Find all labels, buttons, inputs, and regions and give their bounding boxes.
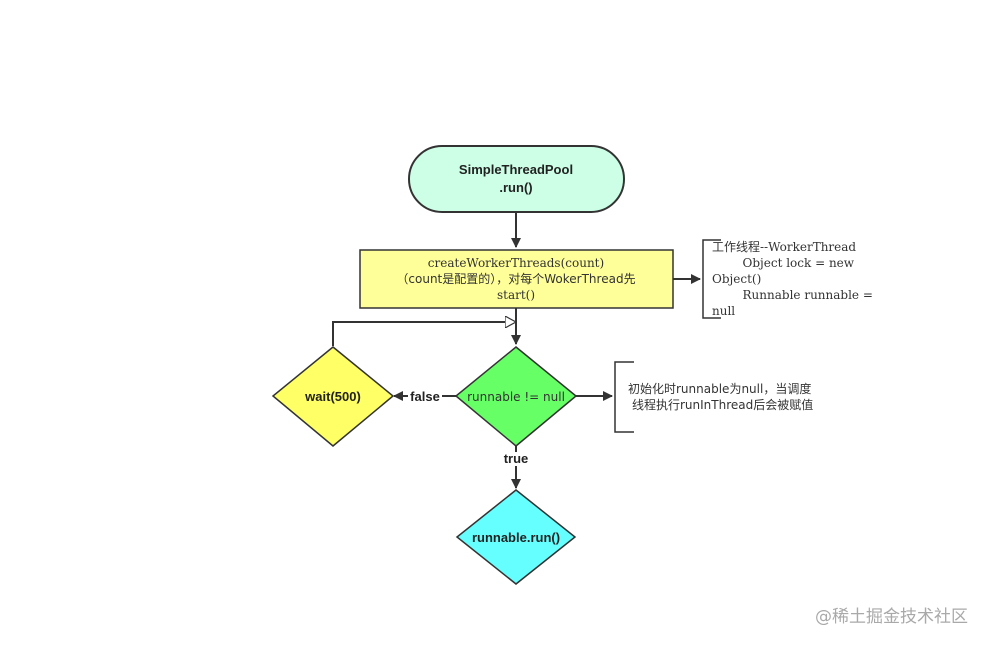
create-workers-node: createWorkerThreads(count) （count是配置的），对… [359,249,674,309]
init-annotation-bracket [614,361,634,433]
start-node-line2: .run() [499,180,532,195]
true-edge-label: true [504,451,529,466]
edge-wait-loop-back [332,322,516,346]
runnable-check-label: runnable != null [467,390,565,404]
runnable-run-node: runnable.run() [455,489,577,585]
watermark: @稀土掘金技术社区 [815,607,968,627]
wait-node: wait(500) [271,346,395,447]
runnable-check-decision: runnable != null [454,346,578,447]
init-annotation: 初始化时runnable为null，当调度 线程执行runInThread后会被… [614,361,813,433]
worker-annotation-line4: Runnable runnable = [712,288,873,302]
worker-annotation-line2: Object lock = new [712,256,855,270]
create-workers-line2: （count是配置的），对每个WokerThread先 [396,271,635,286]
start-node: SimpleThreadPool .run() [408,145,625,213]
create-workers-line1: createWorkerThreads(count) [428,256,604,270]
false-edge-label: false [410,389,440,404]
start-node-line1: SimpleThreadPool [459,162,573,177]
runnable-run-label: runnable.run() [472,530,560,545]
wait-node-label: wait(500) [304,389,361,404]
init-annotation-line2: 线程执行runInThread后会被赋值 [632,397,813,412]
worker-annotation-line3: Object() [712,272,761,286]
worker-annotation-line1: 工作线程--WorkerThread [712,239,856,254]
worker-annotation-bracket [702,239,721,319]
init-annotation-line1: 初始化时runnable为null，当调度 [628,381,811,396]
create-workers-line3: start() [497,288,535,302]
worker-thread-annotation: 工作线程--WorkerThread Object lock = new Obj… [702,239,873,319]
worker-annotation-line5: null [712,304,735,318]
